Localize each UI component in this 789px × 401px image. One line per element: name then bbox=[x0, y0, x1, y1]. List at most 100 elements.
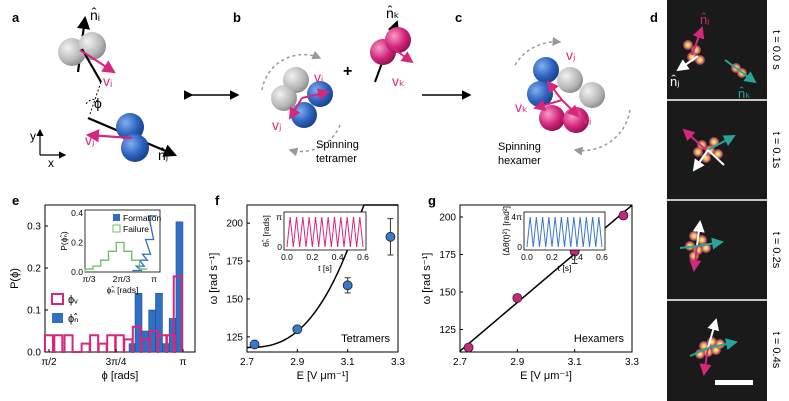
v-i-arrow bbox=[561, 99, 580, 118]
data-point bbox=[342, 280, 353, 291]
v-k-label: vₖ bbox=[392, 73, 405, 89]
y-tick-label: 175 bbox=[439, 250, 456, 261]
panel-label-b: b bbox=[233, 10, 241, 25]
panel-label-f: f bbox=[215, 193, 220, 208]
particle-glow bbox=[689, 251, 699, 261]
n-i-arrow bbox=[689, 245, 702, 272]
legend-swatch-phi-n bbox=[52, 313, 63, 323]
legend-label-phi-v: ϕᵥ bbox=[68, 294, 78, 306]
y-tick-label: 150 bbox=[439, 288, 456, 299]
inset-x-tick-label: π bbox=[151, 274, 157, 284]
rotation-arrow bbox=[261, 50, 322, 91]
v-j-label: vⱼ bbox=[566, 47, 575, 63]
inset-x-tick-label: 0.0 bbox=[521, 252, 533, 262]
n-j-label: n̂ⱼ bbox=[158, 147, 168, 163]
gray-particle bbox=[271, 85, 297, 111]
y-tick-label: 200 bbox=[439, 213, 456, 224]
micro-n-k-label: n̂ₖ bbox=[738, 86, 751, 101]
x-axis-label: ϕ [rads] bbox=[102, 370, 139, 382]
blue-particle bbox=[121, 134, 149, 162]
micro-n-i-label: n̂ᵢ bbox=[700, 12, 709, 27]
inset-x-tick-label: 0.2 bbox=[546, 252, 558, 262]
inset-series-formation bbox=[132, 215, 157, 272]
n-k-arrow bbox=[739, 70, 757, 84]
gray-particle bbox=[557, 67, 583, 93]
time-label-0: t = 0.0 s bbox=[770, 30, 782, 70]
time-label-3: t = 0.4s bbox=[770, 332, 782, 369]
x-tick-label: 2.9 bbox=[510, 357, 524, 368]
x-tick-label: 3.3 bbox=[391, 357, 405, 368]
particle-glow bbox=[689, 231, 699, 241]
inset-trace bbox=[526, 216, 603, 248]
inset-y-tick-label: 4π bbox=[511, 212, 522, 222]
data-point bbox=[463, 342, 474, 353]
data-point bbox=[385, 231, 396, 242]
v-i-arrow bbox=[79, 49, 116, 74]
inset-y-axis-label: θₙ̂ [rads] bbox=[261, 215, 271, 247]
gray-particle bbox=[78, 32, 106, 60]
y-tick-label: 0.0 bbox=[27, 348, 41, 359]
inset-legend-swatch-failure bbox=[112, 224, 121, 233]
x-tick-label: 3.1 bbox=[568, 357, 582, 368]
inset-trace bbox=[286, 216, 364, 248]
inset-y-tick-label: 0.0 bbox=[71, 267, 83, 277]
x-axis-label: E [V μm⁻¹] bbox=[520, 370, 572, 382]
data-point bbox=[292, 324, 303, 335]
tetramer-label-2: tetramer bbox=[316, 153, 357, 165]
rotation-arrow bbox=[514, 36, 562, 66]
hexamer-label-1: Spinning bbox=[498, 141, 541, 153]
chart-annotation: Tetramers bbox=[341, 333, 390, 345]
inset-x-tick-label: π/3 bbox=[83, 274, 96, 284]
x-tick-label: 2.7 bbox=[240, 357, 254, 368]
step-phi-v bbox=[43, 275, 183, 353]
magenta-particle bbox=[385, 27, 411, 53]
x-tick-label: π bbox=[180, 357, 187, 368]
panel-a-schematic: n̂ᵢ vᵢ ϕ vⱼ n̂ⱼ y x bbox=[30, 7, 178, 170]
plot-frame bbox=[44, 204, 196, 353]
particle-glow bbox=[683, 40, 693, 50]
n-j-arrow bbox=[692, 220, 705, 247]
inset-series-failure bbox=[84, 241, 148, 272]
y-tick-label: 150 bbox=[226, 294, 243, 305]
inset-y-axis-label: P(ϕₙ̂) bbox=[59, 231, 69, 251]
n-k-label: n̂ₖ bbox=[386, 5, 400, 21]
inset-x-axis-label: t [s] bbox=[558, 263, 572, 273]
panel-label-c: c bbox=[455, 10, 462, 25]
y-axis-label: P(ϕ) bbox=[9, 268, 21, 289]
y-tick-label: 0.2 bbox=[27, 264, 41, 275]
inset-y-tick-label: π bbox=[276, 212, 282, 222]
n-i-label: n̂ᵢ bbox=[90, 7, 100, 23]
blue-particle bbox=[291, 102, 317, 128]
legend-label-phi-n: ϕₙ̂ bbox=[68, 313, 79, 325]
y-tick-label: 125 bbox=[439, 325, 456, 336]
bar-phi-n bbox=[134, 292, 143, 353]
inset-y-tick-label: 0.2 bbox=[71, 237, 83, 247]
v-i-label: vᵢ bbox=[582, 111, 591, 127]
time-label-1: t = 0.1s bbox=[770, 132, 782, 169]
v-k-arrow bbox=[389, 45, 414, 64]
n-j-arrow-tail bbox=[707, 149, 725, 166]
inset-frame bbox=[84, 209, 161, 273]
n-k-arrow bbox=[707, 135, 736, 151]
n-k-arrow bbox=[707, 338, 738, 350]
n-i-arrow bbox=[682, 128, 707, 151]
hexamer-label-2: hexamer bbox=[498, 155, 541, 167]
inset-y-axis-label: ⟨Δθ(t)²⟩ [rad²] bbox=[501, 206, 511, 256]
inset-x-axis-label: t [s] bbox=[318, 263, 332, 273]
inset-y-tick-label: 0 bbox=[517, 242, 522, 252]
rotation-arrow bbox=[288, 124, 341, 157]
v-j-label: vⱼ bbox=[272, 117, 281, 133]
v-i-arrow bbox=[301, 88, 330, 101]
v-j-label: vⱼ bbox=[85, 132, 94, 148]
inset-y-tick-label: 0.4 bbox=[71, 208, 83, 218]
bar-phi-n bbox=[141, 330, 150, 353]
v-i-label: vᵢ bbox=[103, 73, 112, 89]
n-i-arrow bbox=[691, 26, 705, 56]
inset-x-tick-label: 0.0 bbox=[281, 252, 293, 262]
y-tick-label: 200 bbox=[226, 219, 243, 230]
v-j-arrow bbox=[85, 129, 133, 143]
x-tick-label: 3π/4 bbox=[106, 357, 127, 368]
v-j-arrow bbox=[288, 97, 303, 120]
